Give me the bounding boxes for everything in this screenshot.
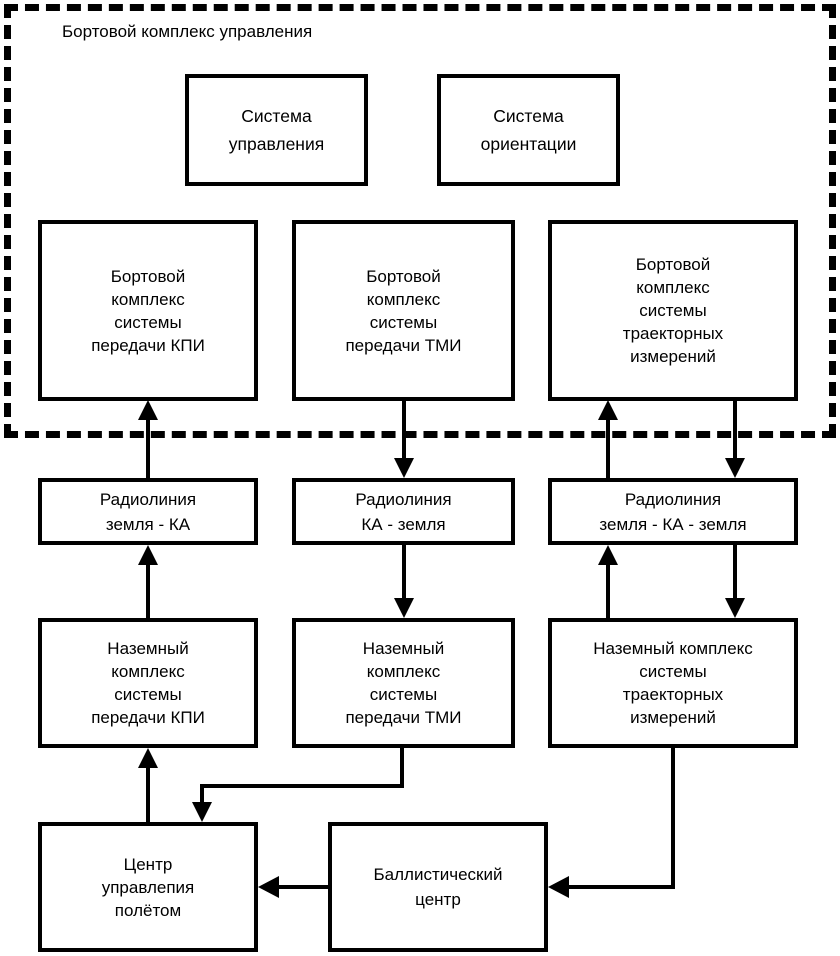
edge-radioline-ka-earth-to-ground-tmi-arrow xyxy=(394,598,414,618)
edge-ground-traj-to-radioline-eke-line xyxy=(606,565,610,618)
edge-ballistic-to-fcc-arrow xyxy=(258,876,279,898)
edge-ground-tmi-to-fcc-arrow xyxy=(192,802,212,822)
edge-radioline-eke-to-board-traj-arrow xyxy=(598,400,618,420)
node-sys-orientacii[interactable]: Система ориентации xyxy=(437,74,620,186)
edge-fcc-to-ground-kpi-line xyxy=(146,768,150,822)
edge-board-tmi-to-radioline-ka-earth-arrow xyxy=(394,458,414,478)
edge-ground-tmi-to-fcc-vline-1 xyxy=(400,748,404,788)
edge-radioline-eke-to-ground-traj-arrow xyxy=(725,598,745,618)
node-ballistic-center[interactable]: Баллистический центр xyxy=(328,822,548,952)
edge-ballistic-to-fcc-line xyxy=(278,885,330,889)
node-ground-kpi[interactable]: Наземный комплекс системы передачи КПИ xyxy=(38,618,258,748)
node-flight-control-center[interactable]: Центр управлепия полётом xyxy=(38,822,258,952)
node-radioline-ka-earth[interactable]: Радиолиния КА - земля xyxy=(292,478,515,545)
node-radioline-earth-ka-earth[interactable]: Радиолиния земля - КА - земля xyxy=(548,478,798,545)
edge-ground-traj-to-ballistic-vline xyxy=(671,748,675,889)
region-title-onboard-control-complex: Бортовой комплекс управления xyxy=(62,22,313,41)
node-ground-traj[interactable]: Наземный комплекс системы траекторных из… xyxy=(548,618,798,748)
edge-board-traj-to-radioline-eke-line xyxy=(733,401,737,458)
edge-ground-kpi-to-radioline-earth-ka-arrow xyxy=(138,545,158,565)
edge-fcc-to-ground-kpi-arrow xyxy=(138,748,158,768)
edge-radioline-ka-earth-to-ground-tmi-line xyxy=(402,545,406,598)
edge-ground-kpi-to-radioline-earth-ka-line xyxy=(146,565,150,618)
onboard-control-complex-region xyxy=(4,4,836,438)
edge-ground-traj-to-ballistic-arrow xyxy=(548,876,569,898)
edge-ground-tmi-to-fcc-hline xyxy=(200,784,404,788)
edge-ground-tmi-to-fcc-vline-2 xyxy=(200,784,204,804)
edge-board-tmi-to-radioline-ka-earth-line xyxy=(402,401,406,458)
edge-board-traj-to-radioline-eke-arrow xyxy=(725,458,745,478)
edge-radioline-eke-to-board-traj-line xyxy=(606,420,610,478)
node-board-traj[interactable]: Бортовой комплекс системы траекторных из… xyxy=(548,220,798,401)
node-ground-tmi[interactable]: Наземный комплекс системы передачи ТМИ xyxy=(292,618,515,748)
edge-radioline-earth-ka-to-board-kpi-line xyxy=(146,420,150,478)
node-board-tmi[interactable]: Бортовой комплекс системы передачи ТМИ xyxy=(292,220,515,401)
node-board-kpi[interactable]: Бортовой комплекс системы передачи КПИ xyxy=(38,220,258,401)
node-radioline-earth-ka[interactable]: Радиолиния земля - КА xyxy=(38,478,258,545)
edge-radioline-earth-ka-to-board-kpi-arrow xyxy=(138,400,158,420)
edge-ground-traj-to-radioline-eke-arrow xyxy=(598,545,618,565)
edge-radioline-eke-to-ground-traj-line xyxy=(733,545,737,598)
node-sys-upravleniya[interactable]: Система управления xyxy=(185,74,368,186)
edge-ground-traj-to-ballistic-hline xyxy=(568,885,675,889)
